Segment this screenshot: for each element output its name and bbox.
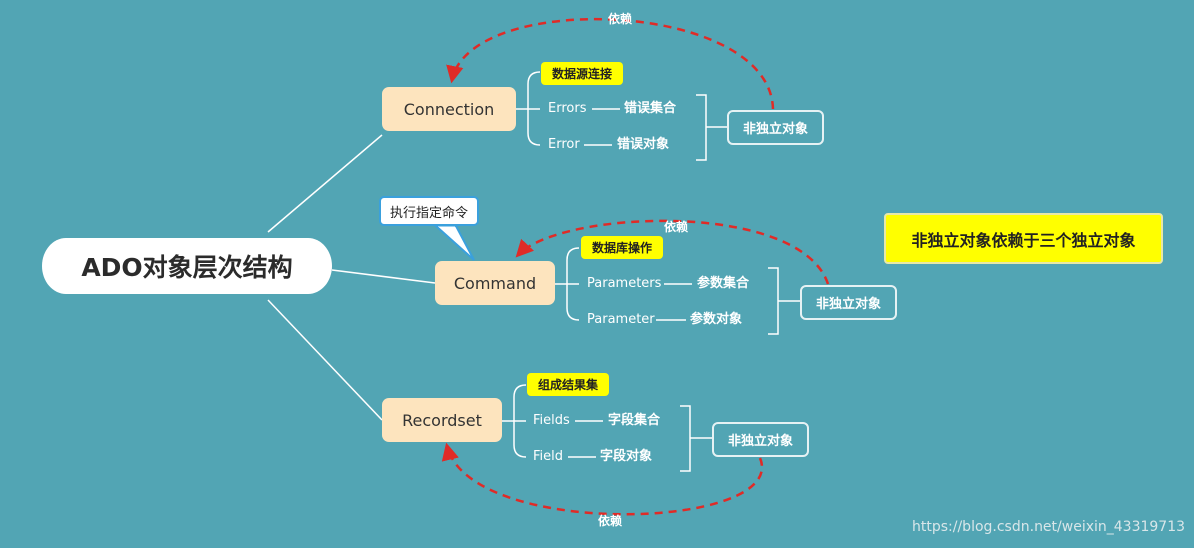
command-collection-zh: 参数集合: [697, 276, 750, 291]
dependency-arrow-command: [515, 219, 830, 285]
connection-node: Connection: [382, 87, 516, 131]
connection-item-zh: 错误对象: [617, 137, 670, 152]
connection-collection-zh: 错误集合: [624, 101, 677, 116]
recordset-node: Recordset: [382, 398, 502, 442]
connector-root-recordset: [267, 299, 383, 421]
command-brackets: [555, 247, 800, 335]
recordset-item-en: Field: [533, 449, 564, 464]
command-callout: 执行指定命令: [379, 196, 479, 226]
connector-root-command: [331, 269, 436, 284]
command-item-en: Parameter: [587, 312, 655, 327]
command-dependent-group: 非独立对象: [800, 285, 897, 320]
connection-dependent-group: 非独立对象: [727, 110, 824, 145]
watermark-url: https://blog.csdn.net/weixin_43319713: [912, 519, 1186, 535]
dependency-arrow-connection: [446, 17, 775, 110]
recordset-dependency-label: 依赖: [598, 514, 623, 528]
callout-tail: [433, 225, 475, 261]
connector-root-connection: [267, 134, 383, 233]
recordset-item-zh: 字段对象: [600, 449, 653, 464]
connection-brackets: [516, 71, 727, 161]
command-item-zh: 参数对象: [690, 312, 743, 327]
command-node: Command: [435, 261, 555, 305]
recordset-brackets: [502, 384, 712, 472]
recordset-collection-en: Fields: [533, 413, 570, 428]
command-dependency-label: 依赖: [664, 220, 689, 234]
connection-item-en: Error: [548, 137, 580, 152]
recordset-dependent-group: 非独立对象: [712, 422, 809, 457]
recordset-tag: 组成结果集: [527, 373, 609, 396]
root-connectors: [267, 134, 436, 421]
dependency-note: 非独立对象依赖于三个独立对象: [884, 213, 1163, 264]
recordset-collection-zh: 字段集合: [608, 413, 661, 428]
root-topic: ADO对象层次结构: [42, 238, 332, 294]
connection-collection-en: Errors: [548, 101, 587, 116]
command-collection-en: Parameters: [587, 276, 662, 291]
command-tag: 数据库操作: [581, 236, 663, 259]
connection-tag: 数据源连接: [541, 62, 623, 85]
connection-dependency-label: 依赖: [608, 12, 633, 26]
dependency-arrow-recordset: [441, 442, 764, 516]
